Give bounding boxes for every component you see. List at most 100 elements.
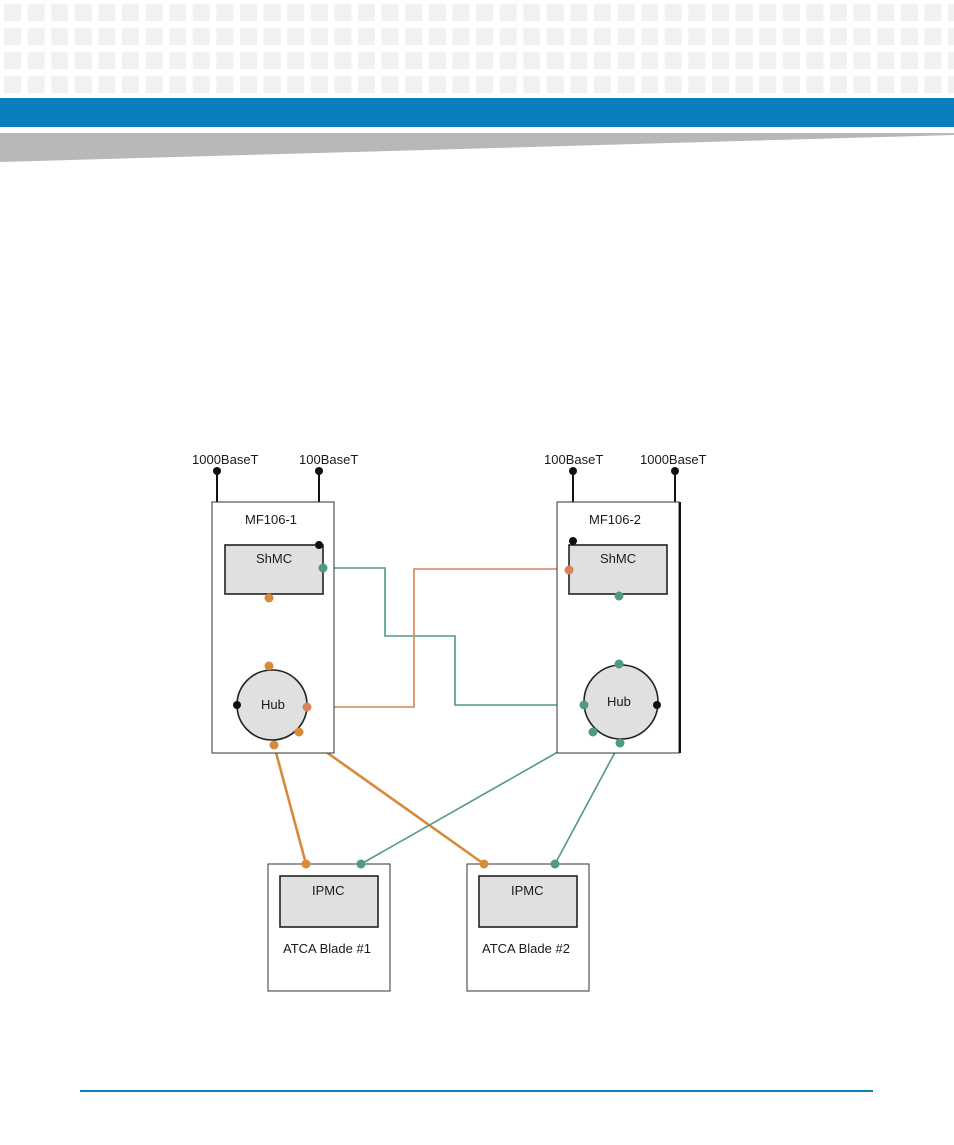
header-pattern-square [570, 28, 588, 45]
header-pattern-square [334, 4, 352, 21]
blade1-ipmc-box [279, 875, 379, 928]
header-pattern-square [310, 28, 328, 45]
header-pattern-square [617, 28, 635, 45]
header-pattern-square [310, 52, 328, 69]
header-pattern-square [900, 4, 918, 21]
header-pattern-square [476, 76, 493, 93]
header-pattern-square [712, 76, 729, 93]
header-pattern-square [546, 28, 564, 45]
header-pattern-square [381, 4, 399, 21]
header-pattern-square [806, 28, 824, 45]
blade2-title: ATCA Blade #2 [482, 941, 570, 956]
header-pattern-square [192, 4, 210, 21]
header-band [0, 98, 954, 127]
dot-blade2-base [479, 859, 489, 869]
header-pattern-square [263, 76, 281, 93]
port-dot-right-100baset [569, 467, 577, 475]
header-pattern-square [735, 4, 753, 21]
header-pattern-square [405, 28, 423, 45]
dot-shmc2-fabric [614, 591, 624, 601]
switch2-shmc-label: ShMC [600, 551, 636, 566]
switch1-hub-label: Hub [261, 697, 285, 712]
link-hub1-blade2 [297, 730, 485, 866]
header-pattern-square [759, 28, 777, 45]
header-pattern-square [27, 28, 45, 45]
header-pattern-square [169, 28, 187, 45]
header-pattern-square [499, 76, 517, 93]
connection-dots [213, 467, 679, 869]
dot-blade1-base [301, 859, 311, 869]
header-pattern-square [405, 76, 423, 93]
dot-shmc1-fabric [318, 563, 328, 573]
header-pattern-square [74, 52, 92, 69]
label-right-1000baset: 1000BaseT [640, 452, 707, 467]
diagram-labels: 1000BaseT 100BaseT 100BaseT 1000BaseT MF… [192, 452, 707, 956]
header-pattern-square [145, 76, 163, 93]
switch2-hub-label: Hub [607, 694, 631, 709]
header-pattern-square [169, 76, 187, 93]
header-pattern-square [192, 52, 210, 69]
header-pattern-square [216, 52, 234, 69]
header-pattern-square [98, 76, 116, 93]
label-left-1000baset: 1000BaseT [192, 452, 259, 467]
header-pattern-square [877, 4, 895, 21]
header-pattern-square [27, 4, 45, 21]
header-pattern-square [51, 4, 69, 21]
switch2-title: MF106-2 [589, 512, 641, 527]
header-pattern-square [122, 4, 139, 21]
header-pattern-square [523, 4, 541, 21]
header-pattern-square [830, 52, 847, 69]
header-pattern-square [74, 28, 92, 45]
header-pattern-square [74, 76, 92, 93]
dot-hub1-bottom-right [294, 727, 304, 737]
header-swoosh [0, 133, 954, 162]
header-pattern-square [476, 4, 493, 21]
header-pattern-square [98, 4, 116, 21]
header-pattern-square [310, 4, 328, 21]
header-pattern-square [735, 76, 753, 93]
header-pattern-square [712, 28, 729, 45]
blade1-ipmc-label: IPMC [312, 883, 345, 898]
header-pattern-square [263, 52, 281, 69]
header-pattern-square [924, 76, 942, 93]
header-pattern-square [499, 4, 517, 21]
header-pattern-square [924, 4, 942, 21]
header-pattern-square [594, 76, 611, 93]
header-pattern-square [641, 28, 659, 45]
header-pattern-square [4, 4, 21, 21]
blade2-ipmc-box [478, 875, 578, 928]
header-pattern-square [688, 52, 706, 69]
header-pattern-square [216, 4, 234, 21]
header-pattern-square [358, 28, 375, 45]
header-pattern-square [948, 4, 954, 21]
dot-shmc2-cross [564, 565, 574, 575]
header-pattern-square [381, 28, 399, 45]
header-pattern-square [428, 4, 446, 21]
dot-hub2-left [579, 700, 589, 710]
label-right-100baset: 100BaseT [544, 452, 603, 467]
header-pattern-square [452, 28, 470, 45]
link-hub2-blade1 [360, 731, 594, 865]
header-pattern-square [900, 28, 918, 45]
header-pattern-square [51, 76, 69, 93]
header-pattern-square [240, 76, 257, 93]
header-pattern-square [51, 28, 69, 45]
switch1-shmc-label: ShMC [256, 551, 292, 566]
header-pattern-square [98, 28, 116, 45]
header-pattern-square [263, 4, 281, 21]
header-pattern-square [570, 4, 588, 21]
header-pattern-square [735, 28, 753, 45]
header-pattern-square [877, 52, 895, 69]
blade2-ipmc-label: IPMC [511, 883, 544, 898]
header-pattern-square [900, 76, 918, 93]
header-pattern-square [853, 28, 871, 45]
header-pattern-square [617, 52, 635, 69]
header-pattern-square [853, 4, 871, 21]
header-pattern-square [287, 4, 305, 21]
header-pattern-square [924, 28, 942, 45]
dot-hub2-bottom-left [588, 727, 598, 737]
dot-shmc1-base [264, 593, 274, 603]
header-pattern-square [4, 76, 21, 93]
header-pattern-square [759, 4, 777, 21]
header-pattern-square [523, 28, 541, 45]
